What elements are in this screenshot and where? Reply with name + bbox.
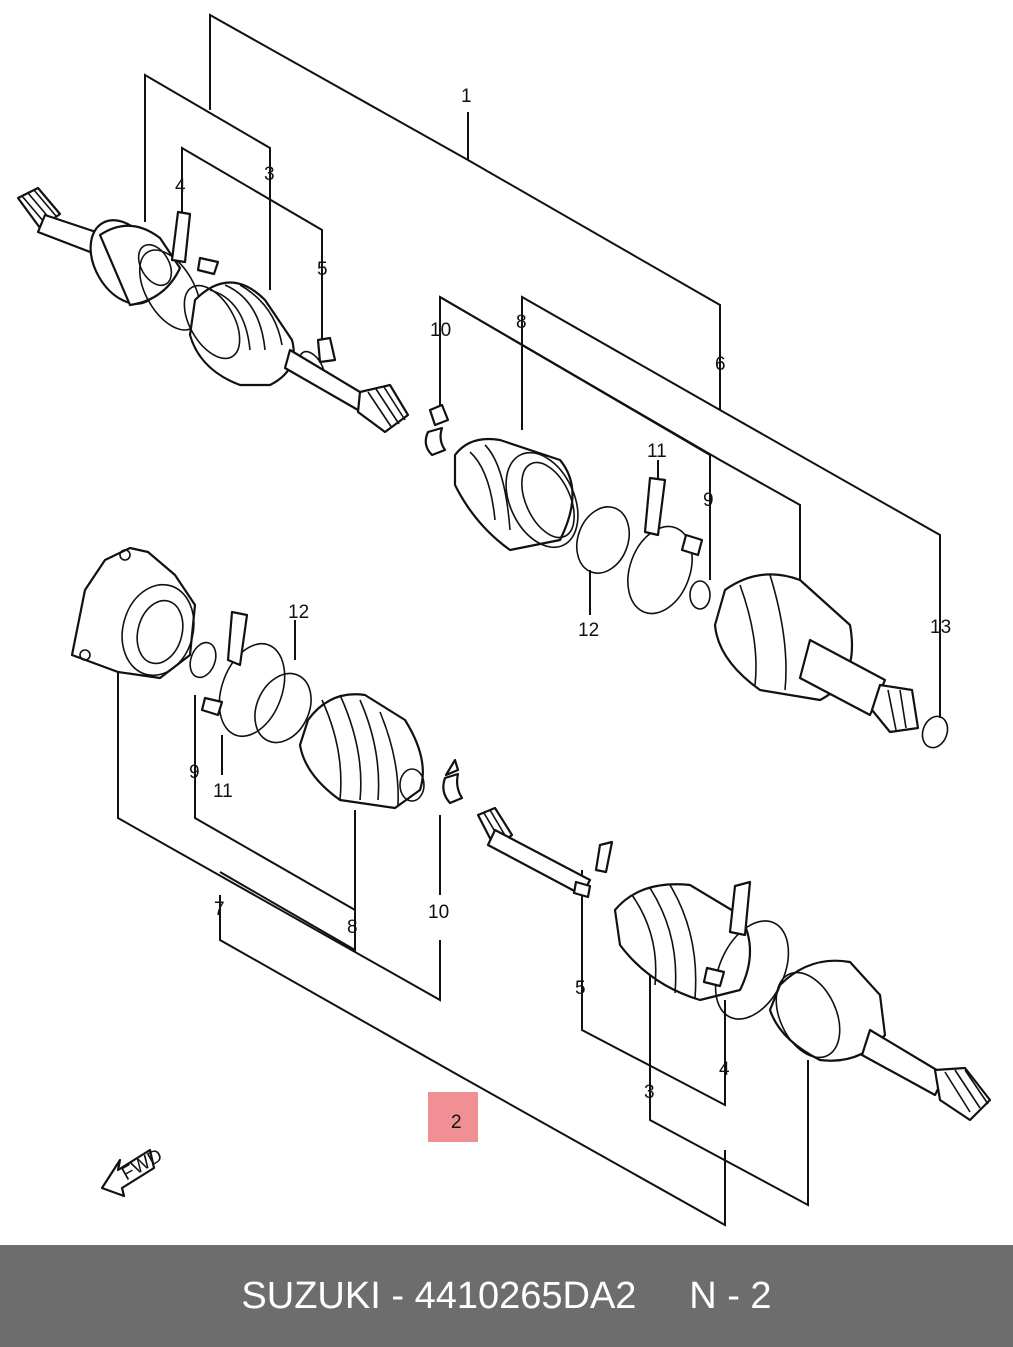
callout-6: 6	[715, 354, 726, 375]
callout-9-upper: 9	[703, 490, 714, 511]
footer-brand: SUZUKI	[241, 1274, 381, 1317]
callout-3-lower: 3	[644, 1082, 655, 1103]
upper-drive-shaft-assembly	[16, 186, 410, 434]
fwd-arrow-icon: FWD	[100, 1145, 166, 1198]
callout-5-upper: 5	[317, 259, 328, 280]
callout-2: 2	[451, 1112, 462, 1133]
lower-left-parts	[70, 546, 464, 810]
part-info-footer: SUZUKI - 4410265DA2 N - 2	[0, 1245, 1013, 1347]
footer-position: N - 2	[689, 1274, 772, 1317]
callout-10-upper: 10	[430, 320, 451, 341]
callout-4-upper: 4	[175, 176, 186, 197]
callout-10-lower: 10	[428, 902, 449, 923]
lower-drive-shaft-assembly	[476, 806, 992, 1122]
callout-1: 1	[461, 86, 472, 107]
callout-7: 7	[214, 899, 225, 920]
footer-gap	[636, 1275, 689, 1318]
callout-8-upper: 8	[516, 312, 527, 333]
callout-12-upper: 12	[578, 620, 599, 641]
callout-4-lower: 4	[719, 1059, 730, 1080]
callout-8-lower: 8	[347, 917, 358, 938]
callout-11-lower: 11	[213, 781, 233, 802]
callout-labels: 1 3 4 5 10 8 6 11 9 12 13 12 9 11 7 10 8…	[175, 86, 951, 1133]
footer-separator: -	[380, 1274, 415, 1317]
callout-11-upper: 11	[647, 441, 667, 462]
callout-3-upper: 3	[264, 164, 275, 185]
callout-5-lower: 5	[575, 978, 586, 999]
leader-lines	[117, 13, 941, 1227]
callout-9-lower: 9	[189, 762, 200, 783]
fwd-label: FWD	[118, 1145, 166, 1185]
footer-part-number: 4410265DA2	[414, 1274, 637, 1317]
exploded-drive-shaft-diagram: FWD 1 3 4 5 10 8 6 11 9 12 13 12 9 11 7 …	[16, 13, 992, 1227]
callout-2-highlight	[428, 1092, 478, 1142]
mid-row-parts	[424, 403, 949, 749]
callout-13: 13	[930, 617, 951, 638]
callout-12-lower: 12	[288, 602, 309, 623]
